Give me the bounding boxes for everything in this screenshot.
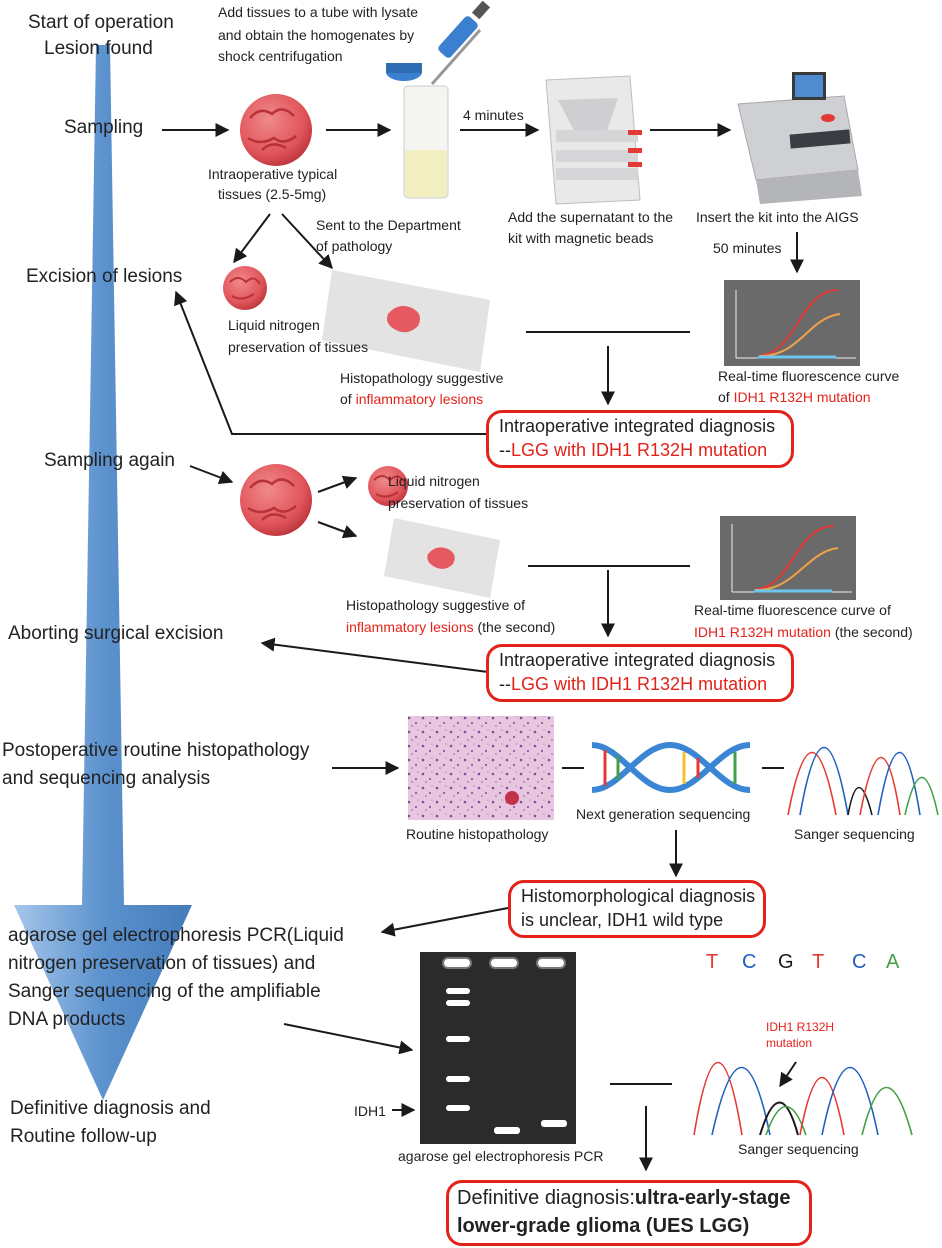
histo2-caption-2: inflammatory lesions (the second) [346,619,556,635]
ln2-caption-1: Liquid nitrogen [388,473,480,489]
stage-lesion-label: Lesion found [44,38,153,59]
base-1: T [706,951,719,973]
slide-2-icon [384,518,500,598]
tube-icon [386,63,449,199]
stage-agarose-label-4: DNA products [8,1009,126,1030]
base-5: C [852,951,867,973]
curve2-caption-1: Real-time fluorescence curve of [694,602,891,618]
timeline-arrow [14,45,192,1100]
stage-aborting-label: Aborting surgical excision [8,623,224,644]
add-tissues-text-2: and obtain the homogenates by [218,27,415,43]
dna-helix-icon [591,741,751,794]
base-6: A [886,951,900,973]
stage-postop-label-1: Postoperative routine histopathology [2,740,310,761]
tissue-sample-icon [240,94,312,166]
diagnosis-2-title: Intraoperative integrated diagnosis [499,650,776,670]
slide-icon [322,270,490,372]
pipette-icon [430,0,491,85]
sanger2-caption: Sanger sequencing [738,1141,859,1157]
ln-caption-1: Liquid nitrogen [228,317,320,333]
final-diagnosis-box: Definitive diagnosis:ultra-early-stage l… [446,1180,812,1246]
diagnosis-box-3: Histomorphological diagnosis is unclear,… [508,880,766,938]
final-diagnosis-line-2: lower-grade glioma (UES LGG) [457,1215,750,1237]
sent-caption-1: Sent to the Department [316,217,461,233]
stage-start-label: Start of operation [28,12,174,33]
ln-tissue-2-icon [368,466,408,506]
stage-definitive-label-2: Routine follow-up [10,1126,157,1147]
sent-caption-2: of pathology [316,238,393,254]
supernatant-caption-2: kit with magnetic beads [508,230,654,246]
diagnosis-2-result: --LGG with IDH1 R132H mutation [499,674,768,694]
stage-definitive-label-1: Definitive diagnosis and [10,1098,211,1119]
kit-icon [545,75,642,205]
insert-kit-caption: Insert the kit into the AIGS [696,209,859,225]
sanger1-caption: Sanger sequencing [794,826,915,842]
histo2-caption-1: Histopathology suggestive of [346,597,525,613]
fifty-minutes-label: 50 minutes [713,240,782,256]
histology-image [408,716,554,820]
curve1-caption-1: Real-time fluorescence curve [718,368,900,384]
ln2-caption-2: preservation of tissues [388,495,529,511]
histo1-caption-2: of inflammatory lesions [340,391,484,407]
stage-postop-label-2: and sequencing analysis [2,768,211,789]
stage-excision-label: Excision of lesions [26,266,183,287]
mutation-label-1: IDH1 R132H [766,1020,835,1034]
fluorescence-curve-2-icon [720,516,856,600]
base-2: C [742,951,757,973]
gel-image [420,952,576,1144]
base-3: G [778,951,794,973]
four-minutes-label: 4 minutes [463,107,524,123]
sanger-chromatogram-1 [787,747,939,816]
ln-caption-2: preservation of tissues [228,339,369,355]
stage-sampling-again-label: Sampling again [44,450,175,471]
stage-agarose-label-2: nitrogen preservation of tissues) and [8,953,316,974]
diagnosis-3-line-2: is unclear, IDH1 wild type [521,910,724,930]
diagnosis-1-result: --LGG with IDH1 R132H mutation [499,440,768,460]
diagnosis-1-title: Intraoperative integrated diagnosis [499,416,776,436]
fluorescence-curve-icon [724,280,860,366]
diagnosis-box-2: Intraoperative integrated diagnosis --LG… [486,644,794,702]
ngs-caption: Next generation sequencing [576,806,751,822]
tissue-sample-2-icon [240,464,312,536]
curve2-caption-2: IDH1 R132H mutation (the second) [694,624,913,640]
stage-sampling-label: Sampling [64,117,144,138]
ln-tissue-icon [223,266,267,310]
gel-caption: agarose gel electrophoresis PCR [398,1148,604,1164]
mutation-label-2: mutation [766,1036,813,1050]
tissue-caption-1: Intraoperative typical [208,166,338,182]
stage-agarose-label-1: agarose gel electrophoresis PCR(Liquid [8,925,344,946]
sanger-chromatogram-2 [693,1062,913,1136]
diagnosis-box-1: Intraoperative integrated diagnosis --LG… [486,410,794,468]
base-4: T [812,951,825,973]
histo1-caption-1: Histopathology suggestive [340,370,504,386]
add-tissues-text-1: Add tissues to a tube with lysate [218,4,418,20]
curve1-caption-2: of IDH1 R132H mutation [718,389,871,405]
supernatant-caption-1: Add the supernatant to the [508,209,674,225]
add-tissues-text-3: shock centrifugation [218,48,343,64]
final-diagnosis-line-1: Definitive diagnosis:ultra-early-stage [457,1187,791,1209]
aigs-instrument-icon [737,72,862,204]
stage-agarose-label-3: Sanger sequencing of the amplifiable [8,981,321,1002]
diagnosis-3-line-1: Histomorphological diagnosis [521,886,756,906]
routine-histo-caption: Routine histopathology [406,826,549,842]
tissue-caption-2: tissues (2.5-5mg) [218,186,327,202]
idh1-label: IDH1 [354,1103,386,1119]
